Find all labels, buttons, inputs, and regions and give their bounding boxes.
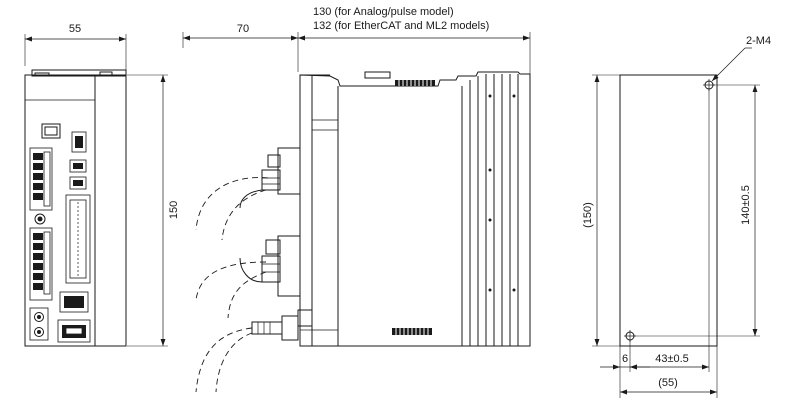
cable-upper xyxy=(195,177,269,231)
mounting-view: 2-M4 (150) 140±0.5 6 43±0.5 (55) xyxy=(582,35,771,398)
height-dimension: 150 xyxy=(127,74,180,347)
upper-connector xyxy=(239,147,301,209)
mount-offset-label: 6 xyxy=(622,353,628,365)
front-width-label: 55 xyxy=(69,23,81,35)
bottom-connector xyxy=(251,315,299,341)
side-view: 70 130 (for Analog/pulse model) 132 (for… xyxy=(182,6,531,393)
mount-pitch-vertical-label: 140±0.5 xyxy=(740,185,752,225)
connector-depth-label: 70 xyxy=(237,23,249,35)
mount-pitch-horizontal-label: 43±0.5 xyxy=(655,353,689,365)
mount-width-label: (55) xyxy=(658,377,678,389)
mount-height-label: (150) xyxy=(582,202,594,228)
bottom-vent xyxy=(392,328,432,335)
depth-analog-label: 130 (for Analog/pulse model) xyxy=(313,6,454,18)
cable-middle xyxy=(195,261,267,301)
front-view: 55 xyxy=(24,23,127,347)
top-vent xyxy=(364,71,435,86)
cable-lower xyxy=(195,327,253,393)
depth-ethercat-label: 132 (for EtherCAT and ML2 models) xyxy=(313,20,489,32)
lower-connector xyxy=(239,235,301,297)
height-label: 150 xyxy=(168,201,180,219)
mount-hole-callout: 2-M4 xyxy=(746,35,771,47)
